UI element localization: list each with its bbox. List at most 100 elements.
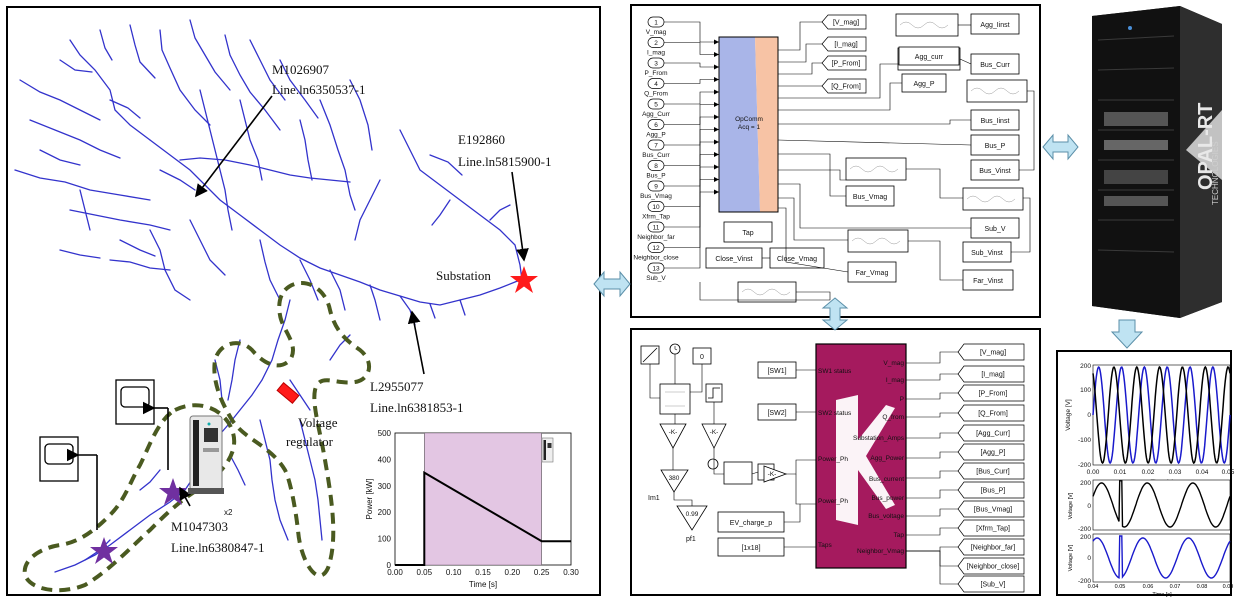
from-sw1: [SW1]	[767, 368, 786, 375]
block-output: Q_from	[882, 414, 904, 421]
inport-number: 13	[652, 266, 660, 273]
x-tick: 0.00	[387, 568, 403, 577]
y-tick: 100	[378, 535, 392, 544]
ev-power-chart: 0.00 0.05 0.10 0.15 0.20 0.25 0.30 0 100…	[365, 429, 579, 589]
substation-label: Substation	[436, 268, 491, 283]
x-tick: 0.20	[505, 568, 521, 577]
label-pf1: pf1	[686, 536, 696, 543]
gain-k-1: -K-	[669, 429, 678, 436]
goto-tag	[821, 55, 867, 71]
x-tick: 0.09	[1223, 584, 1234, 590]
goto-label: [V_mag]	[833, 20, 859, 27]
block-input: Power_Ph	[818, 498, 848, 505]
block-output: Bus_current	[869, 476, 904, 483]
inport-number: 10	[652, 204, 660, 211]
inport-name: P_From	[644, 70, 667, 77]
x-tick: 0.08	[1197, 584, 1208, 590]
inport-name: Neighbor_close	[633, 255, 679, 262]
y-tick: 100	[1080, 387, 1091, 394]
wire-arrowhead	[714, 102, 719, 107]
goto-label: [Q_From]	[978, 411, 1008, 418]
scope-ylabel: Voltage [V]	[1068, 492, 1074, 519]
goto-label: [Agg_Curr]	[976, 431, 1010, 438]
goto-label: [Bus_Vmag]	[974, 507, 1012, 514]
wire-arrowhead	[714, 189, 719, 195]
inport-wire	[664, 62, 719, 68]
goto-tag	[957, 404, 1025, 422]
goto-label: [Agg_P]	[981, 450, 1006, 457]
ev-charger-icon	[188, 415, 224, 494]
x-tick: 0.03	[1169, 469, 1182, 476]
x-tick: 0.30	[563, 568, 579, 577]
wire-arrowhead	[714, 64, 719, 70]
inport-number: 1	[654, 20, 658, 27]
inport-number: 2	[654, 40, 658, 47]
charging-window-shade	[424, 433, 542, 565]
charger-count: x2	[224, 508, 233, 517]
y-tick: -200	[1078, 578, 1091, 585]
charger-star-2	[90, 537, 118, 564]
y-tick: 200	[1080, 363, 1091, 370]
goto-wire	[906, 527, 958, 536]
goto-tag	[957, 557, 1025, 575]
x-tick: 0.02	[1142, 469, 1155, 476]
display-bus-p: Bus_P	[985, 143, 1006, 150]
block-output: Neighbor_Vmag	[857, 548, 904, 555]
x-tick: 0.05	[1222, 469, 1235, 476]
goto-label: [I_mag]	[981, 372, 1004, 379]
inport-name: Neighbor_far	[637, 234, 675, 241]
y-tick: 0	[1087, 412, 1091, 419]
y-tick: 300	[378, 482, 392, 491]
arrow-e192860	[511, 171, 529, 262]
goto-wire	[906, 550, 958, 567]
y-tick: 200	[1080, 534, 1091, 541]
taps-const: [1x18]	[741, 545, 760, 552]
voltage-waveform	[1092, 365, 1231, 465]
double-arrow-right	[1042, 133, 1079, 161]
label-im1: Im1	[648, 495, 660, 502]
x-tick: 0.04	[1088, 584, 1099, 590]
display-far-vmag: Far_Vmag	[856, 270, 889, 277]
goto-tag	[957, 462, 1025, 480]
wire-arrowhead	[714, 114, 719, 120]
goto-label: [Sub_V]	[981, 582, 1006, 589]
display-bus-vinst: Bus_Vinst	[979, 168, 1010, 175]
voltage-regulator-label-2: regulator	[286, 434, 334, 449]
y-tick: -200	[1078, 462, 1091, 469]
display-agg-curr: Agg_curr	[915, 54, 944, 61]
goto-tag	[957, 538, 1025, 556]
goto-wire	[906, 470, 958, 479]
inport-name: Agg_P	[646, 132, 666, 139]
x-tick: 0.06	[1143, 584, 1154, 590]
block-output: Bus_power	[871, 495, 904, 502]
arrow-m1026907	[195, 95, 273, 198]
y-tick: 0	[387, 561, 392, 570]
inport-wire	[664, 191, 719, 269]
goto-label: [I_mag]	[834, 42, 857, 49]
opcomm-diagram: OpComm Acq = 1 1V_mag2I_mag3P_From4Q_Fro…	[633, 13, 1035, 303]
inport-wire	[664, 166, 719, 228]
goto-tag	[957, 424, 1025, 442]
inport-number: 12	[652, 245, 660, 252]
scope-ylabel: Voltage [V]	[1068, 544, 1074, 571]
opal-rt-rack-icon: OPAL-RT TECHNOLOGIES	[1092, 6, 1222, 318]
arrow-m1047303	[179, 486, 192, 507]
double-arrow-left	[593, 270, 631, 298]
inport-number: 7	[654, 143, 658, 150]
goto-tag	[821, 14, 867, 30]
wire-arrowhead	[714, 177, 719, 182]
y-tick: 200	[1080, 480, 1091, 487]
block-input: SW2 status	[818, 410, 852, 417]
block-output: Substation_Amps	[853, 435, 905, 442]
feeder-network	[14, 19, 523, 573]
goto-wire	[906, 412, 958, 418]
gain-380: 380	[669, 475, 680, 482]
x-tick: 0.01	[1114, 469, 1127, 476]
inport-wire	[664, 91, 719, 105]
substation-star	[510, 266, 538, 293]
goto-tag	[957, 343, 1025, 361]
wire-arrowhead	[714, 52, 719, 57]
goto-label: [Neighbor_far]	[971, 545, 1015, 552]
const-zero: 0	[700, 354, 704, 361]
goto-tag	[821, 36, 867, 52]
